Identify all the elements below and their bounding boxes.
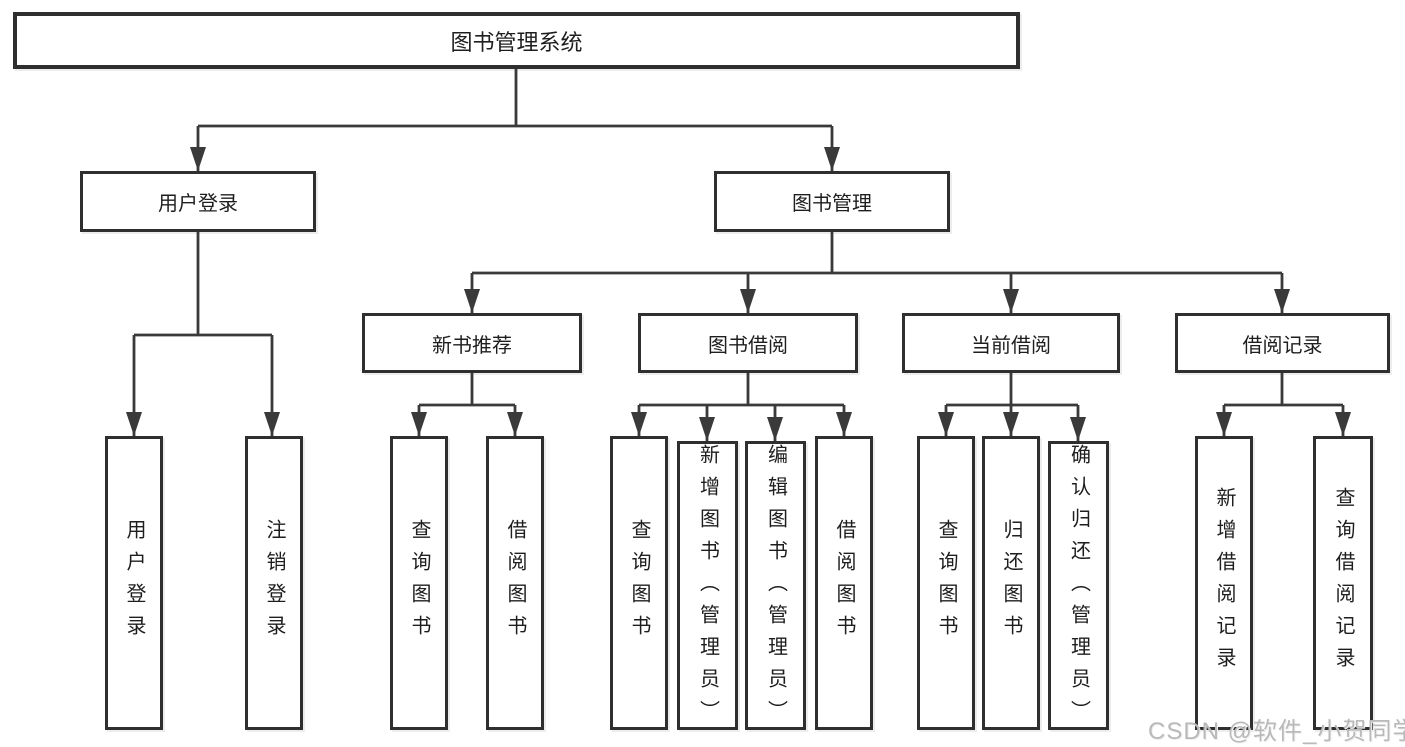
leaf-query-books-recommend: 查询图书 — [390, 436, 448, 730]
arrowhead — [767, 417, 783, 441]
node-user-login: 用户登录 — [80, 171, 316, 232]
leaf-logout-login: 注销登录 — [245, 436, 303, 730]
node-book-management: 图书管理 — [714, 171, 950, 232]
arrowhead — [1274, 289, 1290, 313]
node-current-borrowing: 当前借阅 — [902, 313, 1120, 373]
leaf-query-books-borrowing: 查询图书 — [610, 436, 668, 730]
arrowhead — [464, 289, 480, 313]
arrowhead — [126, 412, 142, 436]
leaf-query-borrow-record: 查询借阅记录 — [1313, 436, 1373, 730]
arrowhead — [1003, 412, 1019, 436]
arrowhead — [264, 412, 280, 436]
tree-edges — [132, 69, 1345, 441]
node-library-system: 图书管理系统 — [13, 12, 1020, 69]
leaf-return-books: 归还图书 — [982, 436, 1040, 730]
arrowhead — [1335, 412, 1351, 436]
node-borrowing-records: 借阅记录 — [1175, 313, 1390, 373]
leaf-add-borrow-record: 新增借阅记录 — [1195, 436, 1253, 730]
arrowhead — [631, 412, 647, 436]
leaf-add-book-admin: 新增图书（管理员） — [677, 441, 738, 732]
csdn-watermark: CSDN @软件_小贺同学 — [1148, 718, 1405, 745]
arrowhead — [699, 417, 715, 441]
arrowhead — [190, 147, 206, 171]
leaf-edit-book-admin: 编辑图书（管理员） — [745, 441, 806, 732]
arrowhead — [836, 412, 852, 436]
leaf-borrow-books-borrowing: 借阅图书 — [815, 436, 873, 730]
arrowhead — [740, 289, 756, 313]
arrowhead — [507, 412, 523, 436]
leaf-confirm-return-admin: 确认归还（管理员） — [1048, 441, 1109, 732]
leaf-query-books-current: 查询图书 — [917, 436, 975, 730]
node-new-book-recommend: 新书推荐 — [362, 313, 582, 373]
leaf-user-login: 用户登录 — [105, 436, 163, 730]
arrowhead — [824, 147, 840, 171]
leaf-borrow-books-recommend: 借阅图书 — [486, 436, 544, 730]
node-book-borrowing: 图书借阅 — [638, 313, 858, 373]
arrowhead — [1003, 289, 1019, 313]
arrowhead — [1070, 417, 1086, 441]
arrowhead — [411, 412, 427, 436]
arrowhead — [1216, 412, 1232, 436]
arrowhead — [938, 412, 954, 436]
